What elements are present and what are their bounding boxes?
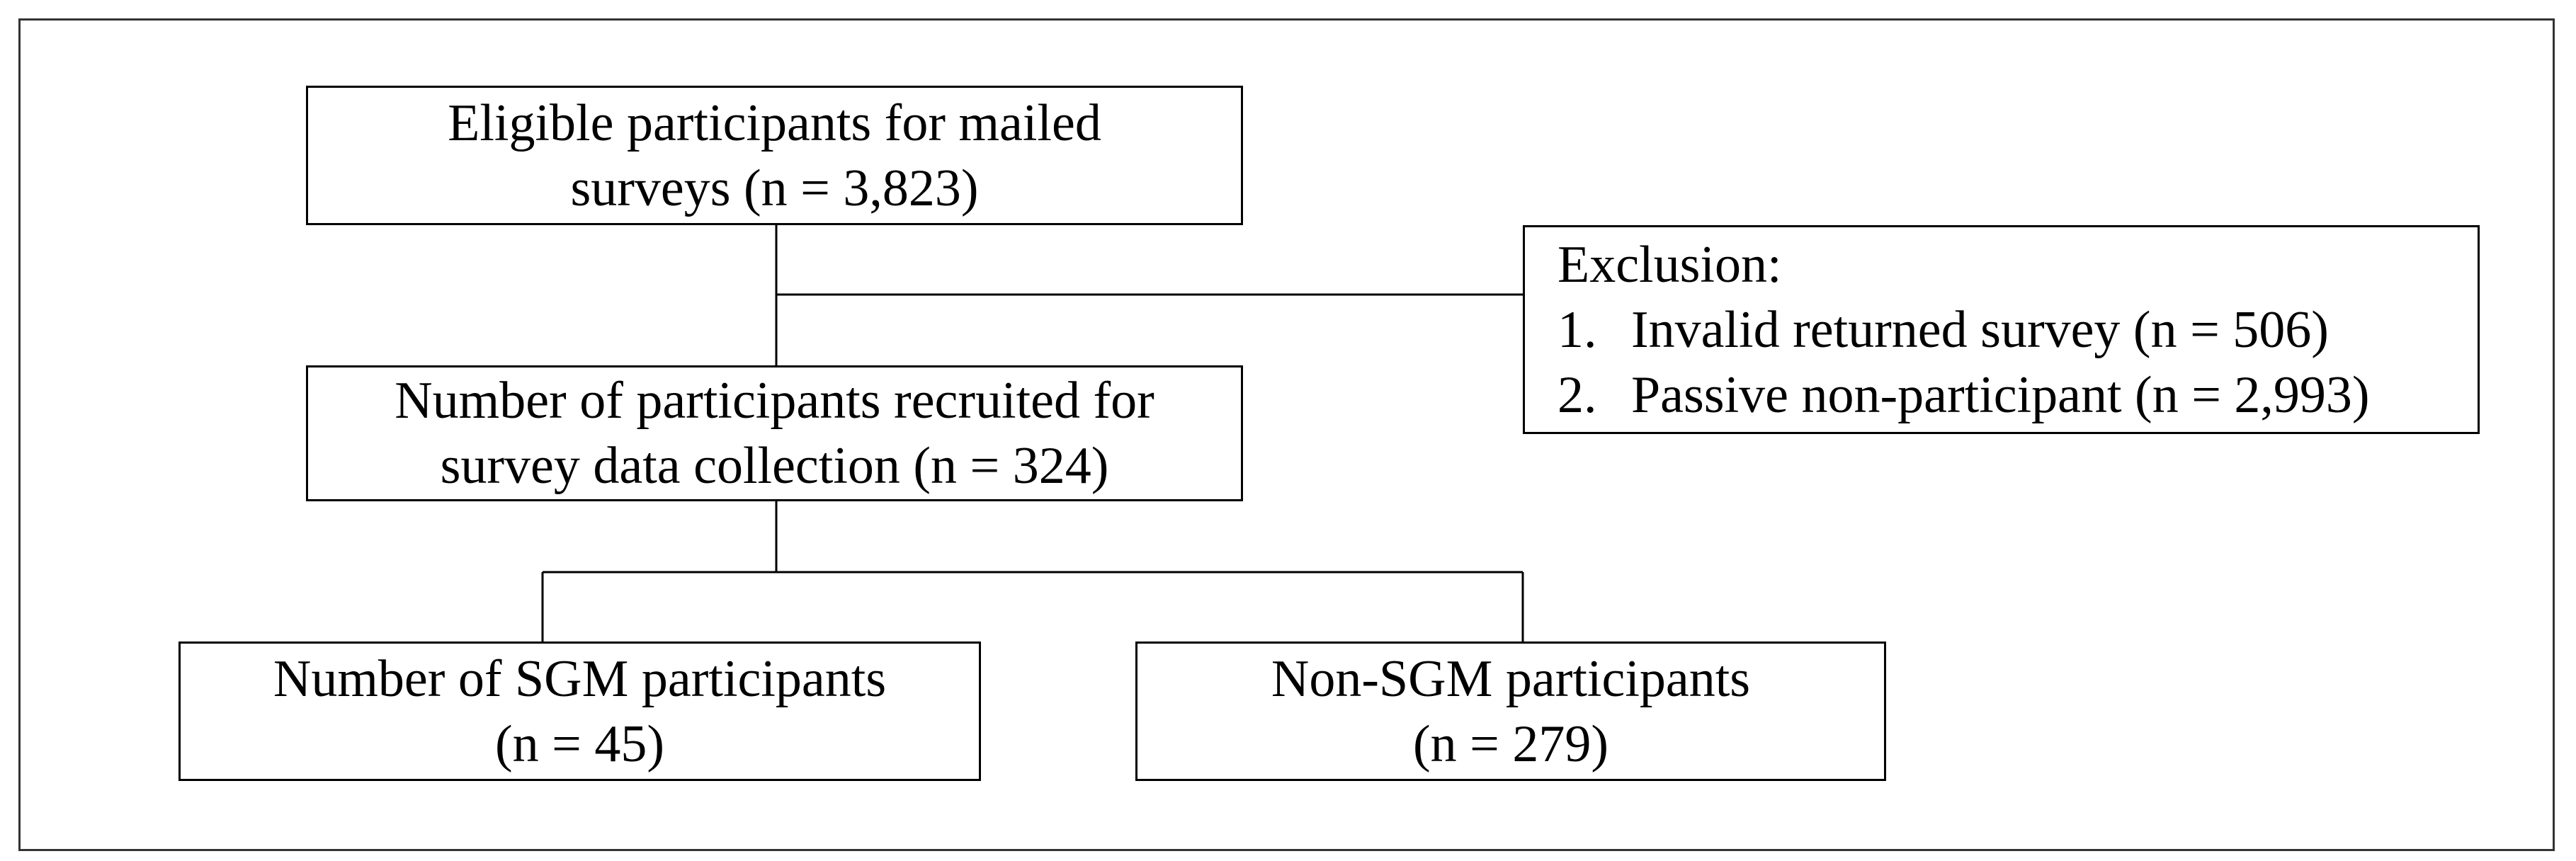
exclusion-item-2: 2. Passive non-participant (n = 2,993) [1557,363,2370,428]
non-sgm-line-1: Non-SGM participants [1271,649,1751,708]
recruited-participants-box: Number of participants recruited for sur… [306,365,1243,501]
exclusion-item-1-number: 1. [1557,300,1597,359]
exclusion-item-2-number: 2. [1557,365,1597,424]
sgm-line-2: (n = 45) [494,714,665,773]
eligible-participants-box: Eligible participants for mailed surveys… [306,86,1243,225]
non-sgm-line-2: (n = 279) [1412,714,1609,773]
exclusion-box: Exclusion: 1. Invalid returned survey (n… [1523,225,2480,434]
recruited-line-2: survey data collection (n = 324) [440,437,1109,495]
recruited-line-1: Number of participants recruited for [395,372,1154,430]
sgm-line-1: Number of SGM participants [273,649,887,708]
exclusion-heading: Exclusion: [1557,235,1782,294]
non-sgm-participants-box: Non-SGM participants (n = 279) [1135,642,1886,781]
eligible-line-1: Eligible participants for mailed [448,93,1101,152]
figure-frame [18,18,2555,851]
eligible-line-2: surveys (n = 3,823) [570,159,979,217]
sgm-participants-box: Number of SGM participants (n = 45) [178,642,981,781]
exclusion-item-1: 1. Invalid returned survey (n = 506) [1557,297,2329,363]
exclusion-item-1-text: Invalid returned survey (n = 506) [1631,300,2329,359]
exclusion-item-2-text: Passive non-participant (n = 2,993) [1631,365,2370,424]
